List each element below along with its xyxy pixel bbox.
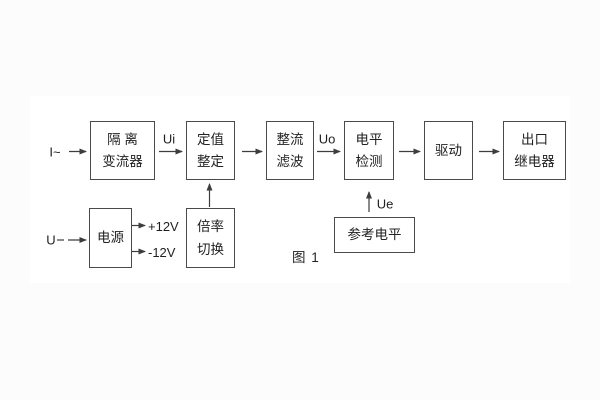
block-isolation-transformer-line2: 变流器 [102, 154, 143, 169]
block-drive-line1: 驱动 [435, 142, 462, 158]
block-drive: 驱动 [424, 121, 473, 180]
block-ratio-switch-line1: 倍率 [197, 219, 224, 234]
label-uo: Uo [318, 131, 336, 147]
block-setpoint-adjust-line2: 整定 [197, 154, 224, 169]
block-reference-level-line1: 参考电平 [347, 227, 402, 243]
label-ui: Ui [162, 131, 176, 147]
block-rectify-filter-line1: 整流 [276, 131, 304, 147]
block-power-supply: 电源 [89, 208, 132, 268]
block-isolation-transformer-line1: 隔 离 [107, 131, 138, 147]
block-setpoint-adjust: 定值 整定 [186, 121, 235, 180]
block-level-detect-line2: 检测 [355, 154, 383, 169]
label-input-voltage: U [46, 232, 56, 248]
label-plus-12v: +12V [148, 218, 179, 234]
block-level-detect-line1: 电平 [355, 131, 383, 147]
block-output-relay-line2: 继电器 [514, 154, 555, 169]
figure-caption: 图 1 [292, 250, 320, 265]
block-setpoint-adjust-line1: 定值 [197, 131, 224, 147]
block-rectify-filter: 整流 滤波 [266, 121, 314, 180]
block-ratio-switch: 倍率 切换 [186, 208, 235, 268]
block-output-relay-line1: 出口 [521, 131, 548, 147]
label-minus-12v: -12V [148, 244, 176, 260]
block-rectify-filter-line2: 滤波 [276, 154, 304, 169]
block-level-detect: 电平 检测 [344, 121, 394, 180]
block-reference-level: 参考电平 [334, 217, 415, 253]
block-output-relay: 出口 继电器 [503, 121, 566, 180]
label-input-current: I~ [49, 144, 61, 159]
block-power-supply-line1: 电源 [97, 230, 124, 246]
block-isolation-transformer: 隔 离 变流器 [90, 121, 155, 180]
block-ratio-switch-line2: 切换 [197, 241, 224, 257]
label-ue: Ue [376, 196, 394, 212]
